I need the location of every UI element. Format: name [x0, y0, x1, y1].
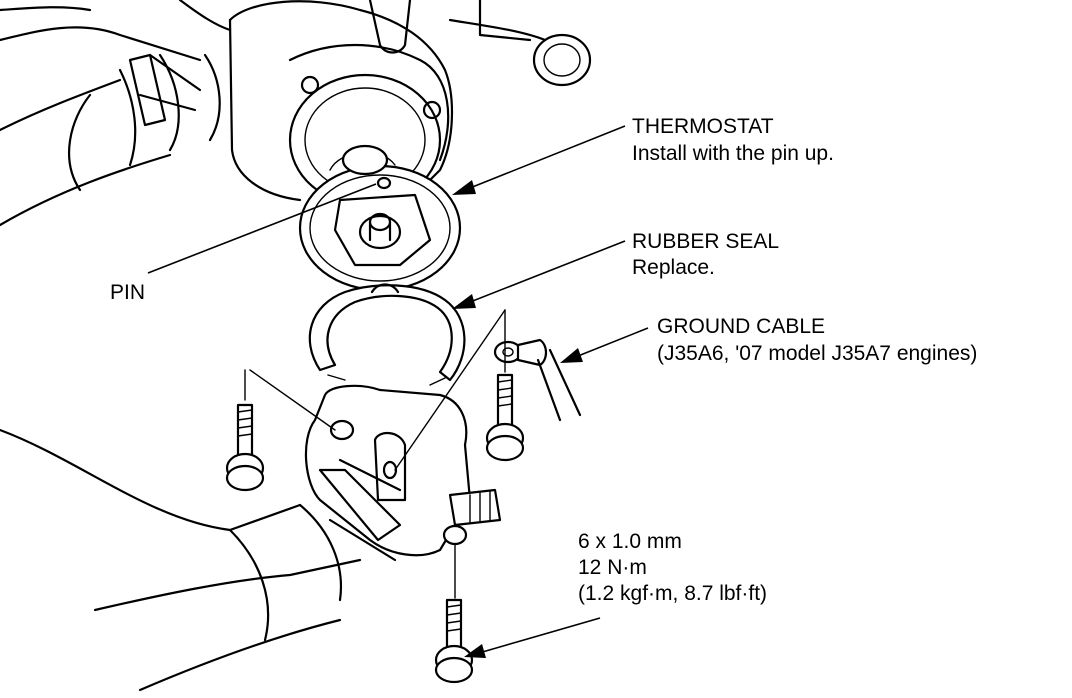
thermostat	[298, 144, 462, 292]
rubber-seal-note: Replace.	[632, 256, 715, 279]
upper-hose	[0, 6, 221, 227]
ground-cable-label: GROUND CABLE	[657, 315, 825, 338]
lower-hose	[0, 428, 402, 692]
pin-label: PIN	[110, 281, 145, 304]
thermostat-cover	[304, 384, 502, 557]
rubber-seal-label: RUBBER SEAL	[632, 230, 779, 253]
engine-housing	[178, 0, 592, 207]
bolt-left	[225, 403, 265, 492]
bolt-bottom	[434, 598, 474, 684]
torque-alt-label: (1.2 kgf·m, 8.7 lbf·ft)	[578, 582, 767, 605]
bolt-size-label: 6 x 1.0 mm	[578, 530, 682, 553]
thermostat-note: Install with the pin up.	[632, 142, 834, 165]
torque-nm-label: 12 N·m	[578, 556, 647, 579]
leader-lines	[147, 125, 649, 658]
thermostat-label: THERMOSTAT	[632, 115, 774, 138]
rubber-seal	[308, 283, 466, 386]
ground-cable	[493, 338, 582, 422]
bolt-right	[485, 373, 525, 462]
callout-bolt-spec: 6 x 1.0 mm 12 N·m (1.2 kgf·m, 8.7 lbf·ft…	[578, 530, 767, 605]
callout-thermostat: THERMOSTAT Install with the pin up.	[632, 115, 834, 165]
callout-pin: PIN	[110, 281, 145, 304]
assembly-guides	[244, 309, 506, 599]
ground-cable-note: (J35A6, '07 model J35A7 engines)	[657, 342, 977, 365]
callout-ground-cable: GROUND CABLE (J35A6, '07 model J35A7 eng…	[657, 315, 977, 365]
callout-rubber-seal: RUBBER SEAL Replace.	[632, 230, 779, 279]
